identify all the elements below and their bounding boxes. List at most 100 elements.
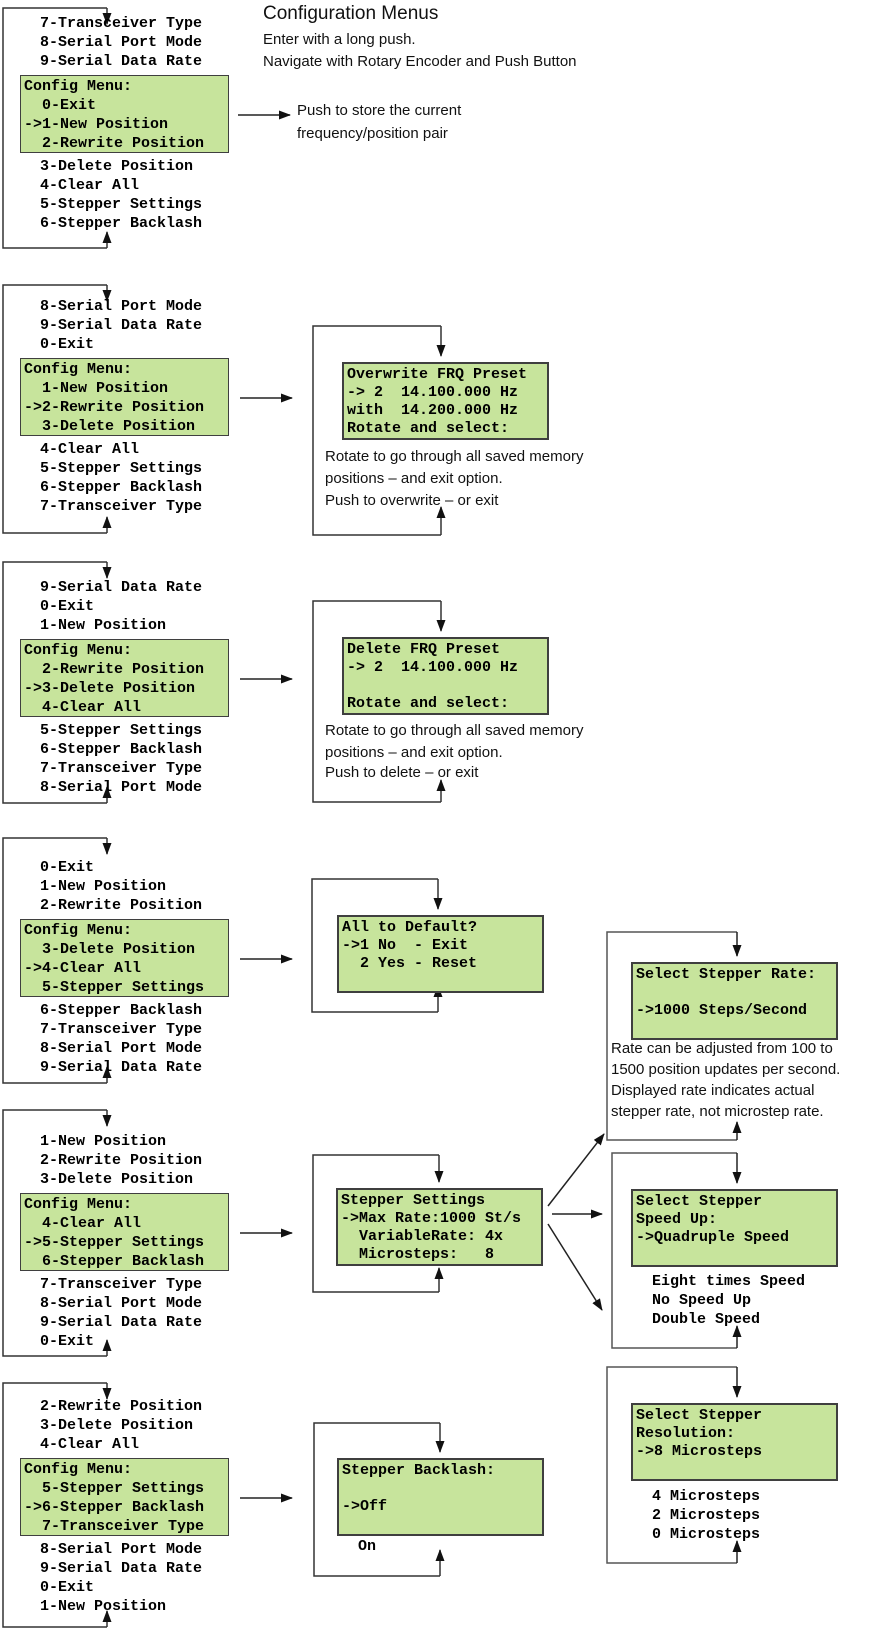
text-line: Double Speed [652,1311,761,1328]
text-line: 5-Stepper Settings [22,722,203,739]
menu-lines-below: 5-Stepper Settings 6-Stepper Backlash 7-… [22,721,202,797]
text-line: Config Menu: [24,361,133,378]
menu-to-panel-arrows [238,110,293,1503]
lcd-visible-lines: Config Menu: 4-Clear All->5-Stepper Sett… [24,1195,228,1271]
text-line: 6-Stepper Backlash [22,479,203,496]
text-line: Config Menu: [24,1461,133,1478]
text-line [636,1461,836,1479]
text-line [636,984,836,1002]
text-line: 7-Transceiver Type [22,15,203,32]
menu-lines-below: 8-Serial Port Mode 9-Serial Data Rate 0-… [22,1540,202,1616]
text-line: 3-Delete Position [22,1417,194,1434]
text-line: 0-Exit [22,1333,95,1350]
text-line: 1-New Position [22,1598,167,1615]
text-line: 0-Exit [22,1579,95,1596]
menu-lines-below: 4-Clear All 5-Stepper Settings 6-Stepper… [22,440,202,516]
subtitle-enter: Enter with a long push. [263,31,416,48]
text-line: Resolution: [636,1425,736,1442]
text-line: ->1 No - Exit [342,937,469,954]
lcd-visible-lines: Config Menu: 3-Delete Position->4-Clear … [24,921,228,997]
text-line: 7-Transceiver Type [22,498,203,515]
text-line: 2-Rewrite Position [24,661,205,678]
text-line: ->8 Microsteps [636,1443,763,1460]
lcd-viewport-highlight: Config Menu: 1-New Position->2-Rewrite P… [20,358,229,436]
text-line [347,677,547,695]
text-line: 1500 position updates per second. [611,1061,841,1078]
text-line: Displayed rate indicates actual [611,1082,815,1099]
page-title: Configuration Menus [263,3,439,24]
text-line: ->1000 Steps/Second [636,1002,808,1019]
delete-action-note: Push to delete – or exit [325,764,479,781]
text-line: ->6-Stepper Backlash [24,1499,205,1516]
text-line: Config Menu: [24,642,133,659]
text-line: 0-Exit [22,859,95,876]
text-line: 6-Stepper Backlash [22,1002,203,1019]
text-line: 5-Stepper Settings [24,979,205,996]
menu-lines-below: 3-Delete Position 4-Clear All 5-Stepper … [22,157,202,233]
header: Configuration Menus Enter with a long pu… [263,2,577,73]
panel-loop-wires [311,325,446,1577]
text-line: 9-Serial Data Rate [22,317,203,334]
text-line [636,1247,836,1265]
text-line: Rotate to go through all saved memory [325,722,584,739]
text-line: Eight times Speed [652,1273,806,1290]
lcd-all-to-default: All to Default?->1 No - Exit 2 Yes - Res… [337,915,544,993]
text-line: frequency/position pair [297,125,448,142]
config-menu-screen-stepper-settings: 1-New Position 2-Rewrite Position 3-Dele… [0,1132,300,1374]
text-line: 9-Serial Data Rate [22,1560,203,1577]
text-line: 8-Serial Port Mode [22,779,203,796]
lcd-viewport-highlight: Config Menu: 4-Clear All->5-Stepper Sett… [20,1193,229,1271]
text-line: Config Menu: [24,78,133,95]
text-line [342,1516,542,1534]
text-line: Rotate and select: [347,695,510,712]
text-line: 2-Rewrite Position [22,897,203,914]
menu-lines-above: 8-Serial Port Mode 9-Serial Data Rate 0-… [22,297,202,354]
text-line: 4 Microsteps [652,1488,761,1505]
text-line: with 14.200.000 Hz [347,402,519,419]
lcd-viewport-highlight: Config Menu: 0-Exit->1-New Position 2-Re… [20,75,229,153]
text-line: Microsteps: 8 [341,1246,495,1263]
text-line: 7-Transceiver Type [22,1276,203,1293]
text-line: 6-Stepper Backlash [24,1253,205,1270]
text-line [342,973,542,991]
text-line: 0-Exit [24,97,97,114]
text-line: 9-Serial Data Rate [22,53,203,70]
text-line: No Speed Up [652,1292,752,1309]
text-line: 7-Transceiver Type [22,760,203,777]
text-line: 7-Transceiver Type [24,1518,205,1535]
text-line: ->4-Clear All [24,960,142,977]
backlash-option-on: On [358,1538,377,1555]
subtitle-navigate: Navigate with Rotary Encoder and Push Bu… [263,53,577,70]
text-line: Rotate and select: [347,420,510,437]
text-line: 6-Stepper Backlash [22,215,203,232]
text-line: 3-Delete Position [24,418,196,435]
text-line: Select Stepper [636,1193,763,1210]
text-line: 7-Transceiver Type [22,1021,203,1038]
text-line: 3-Delete Position [22,1171,194,1188]
text-line: 8-Serial Port Mode [22,1541,203,1558]
text-line: Overwrite FRQ Preset [347,366,528,383]
text-line: Rotate to go through all saved memory [325,448,584,465]
lcd-viewport-highlight: Config Menu: 2-Rewrite Position ->3-Delet… [20,639,229,717]
text-line: 2-Rewrite Position [22,1152,203,1169]
text-line: 5-Stepper Settings [22,196,203,213]
menu-lines-above: 1-New Position 2-Rewrite Position 3-Dele… [22,1132,202,1189]
menu-lines-above: 9-Serial Data Rate 0-Exit 1-New Position [22,578,202,635]
text-line: ->3-Delete Position [24,680,196,697]
text-line: 1-New Position [22,617,167,634]
text-line: 9-Serial Data Rate [22,1314,203,1331]
text-line: 8-Serial Port Mode [22,1295,203,1312]
lcd-text: Stepper Settings->Max Rate:1000 St/s Var… [341,1192,541,1264]
text-line: 2-Rewrite Position [22,1398,203,1415]
text-line: 9-Serial Data Rate [22,1059,203,1076]
text-line: 3-Delete Position [22,158,194,175]
lcd-visible-lines: Config Menu: 1-New Position->2-Rewrite P… [24,360,228,436]
text-line: 2 Microsteps [652,1507,761,1524]
